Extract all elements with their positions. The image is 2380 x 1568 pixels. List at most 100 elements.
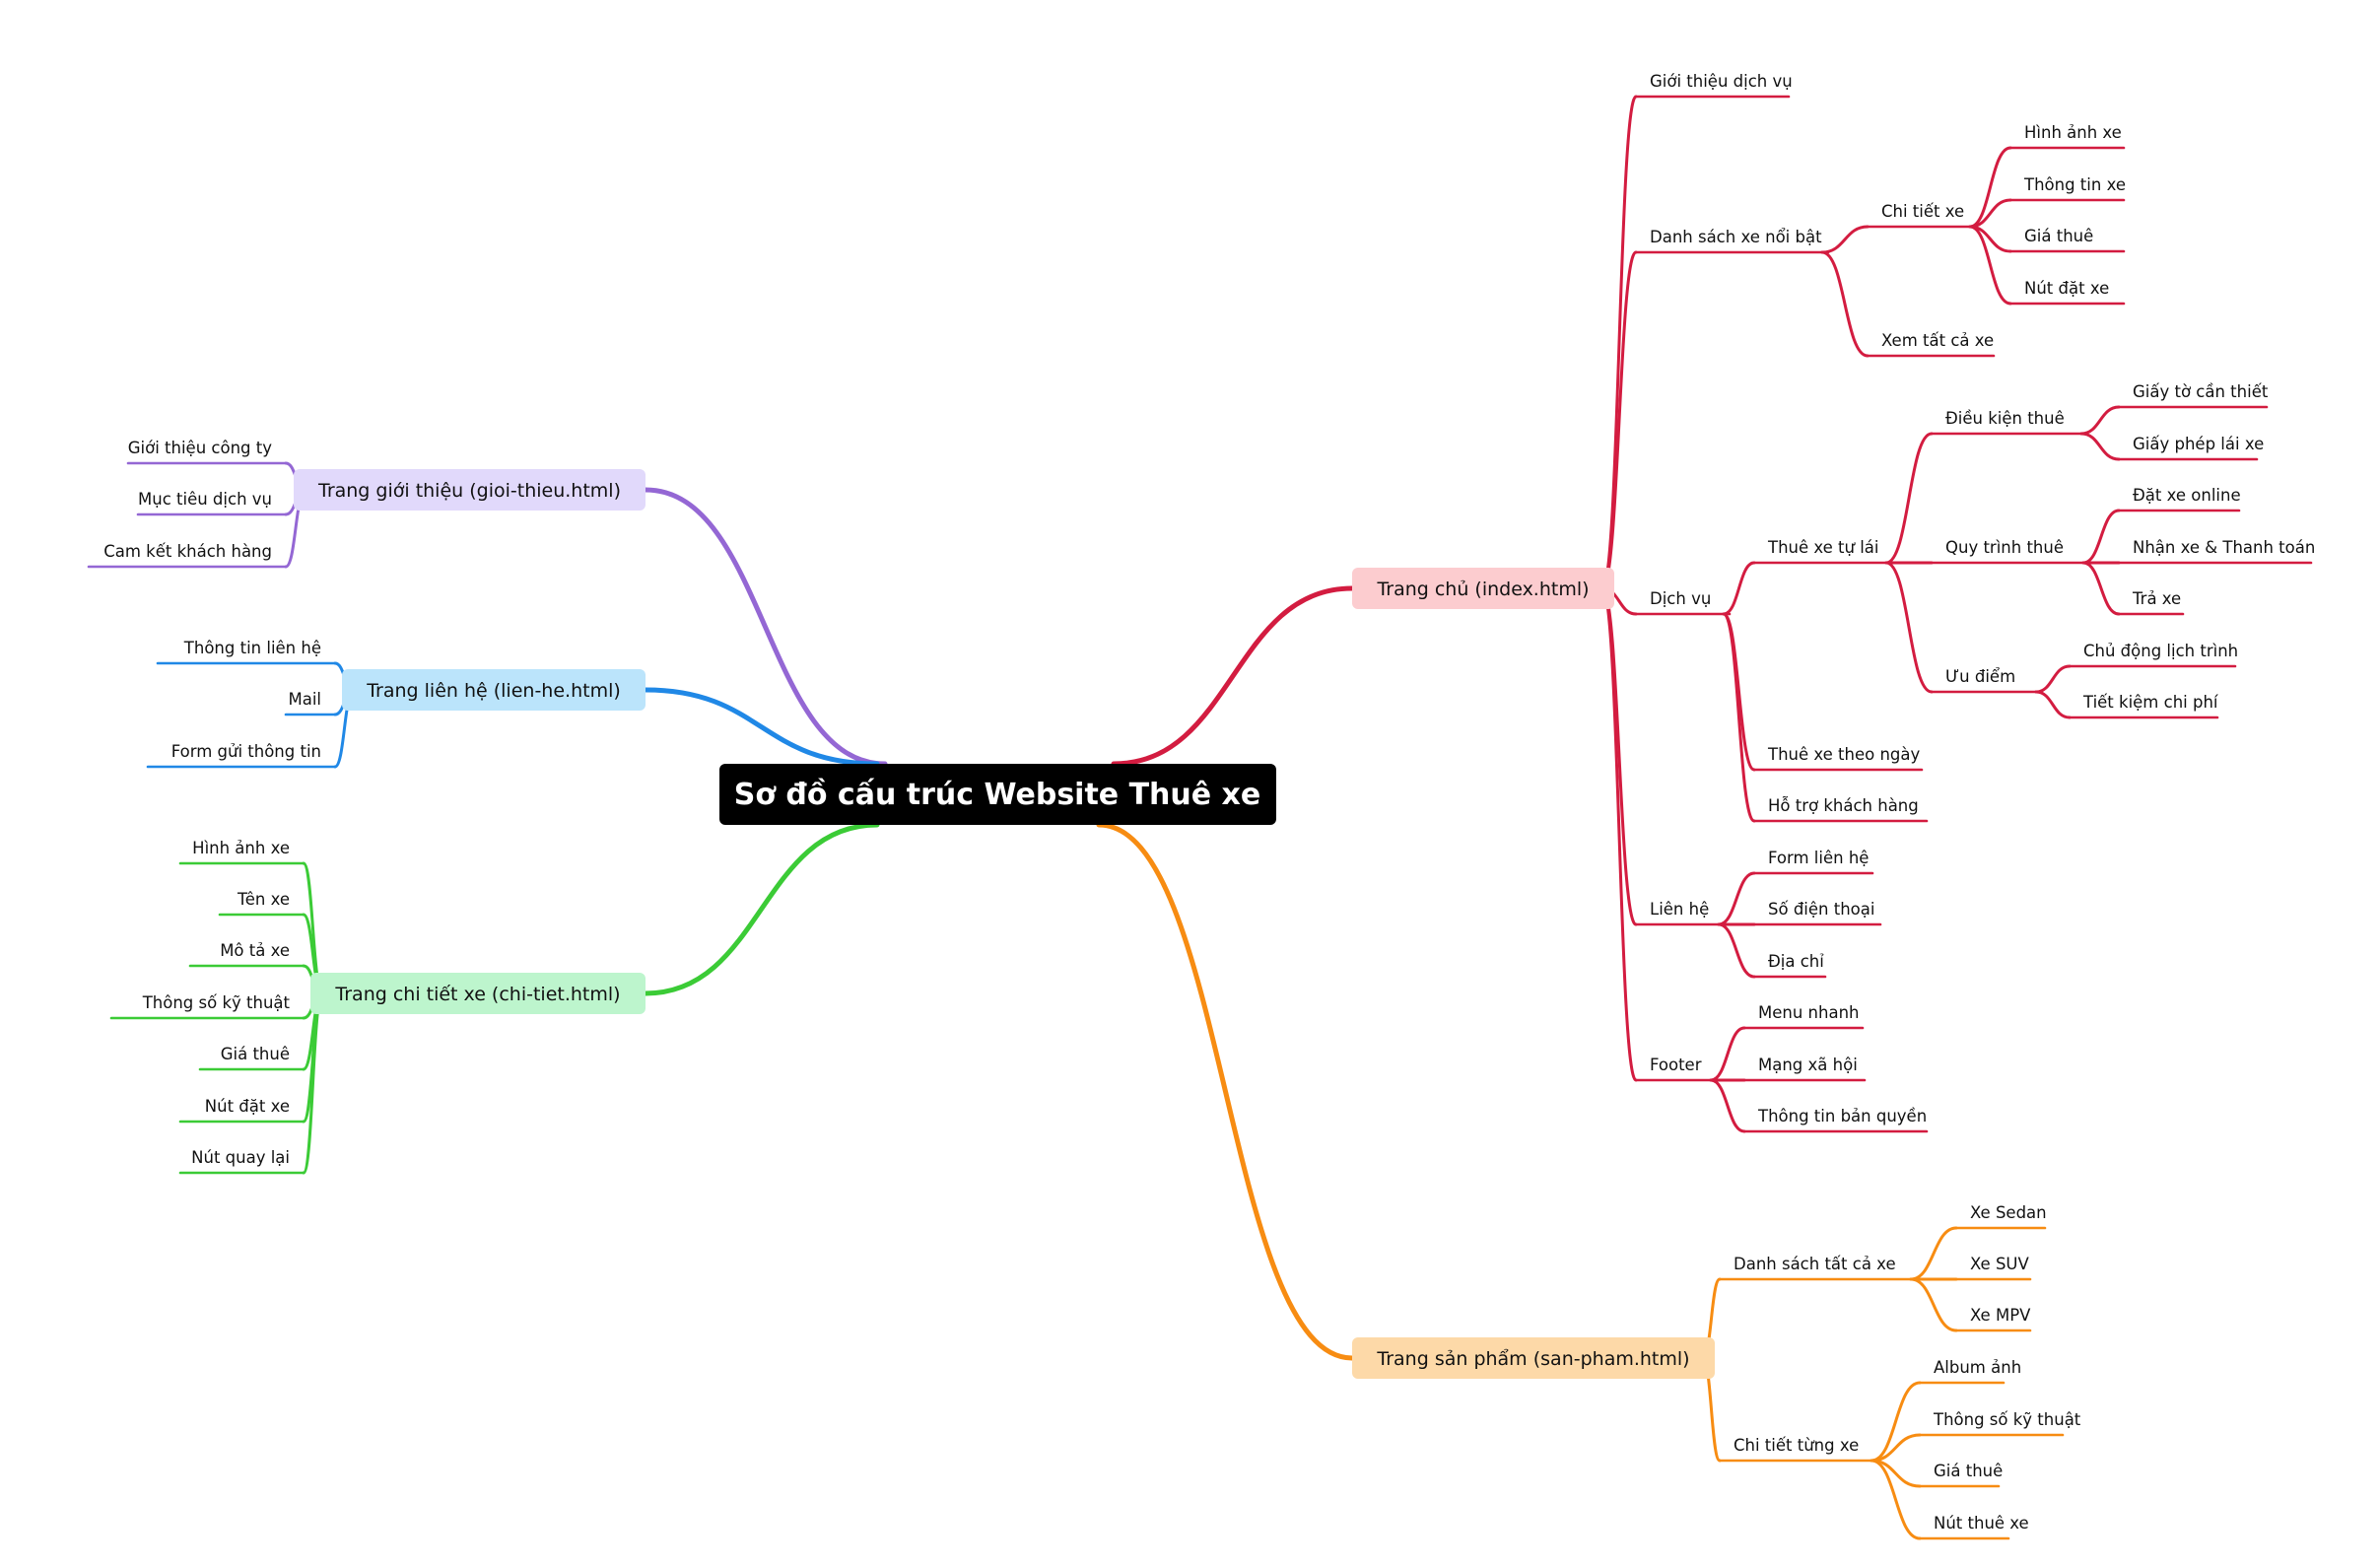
node-tra-xe[interactable]: Trả xe — [2117, 589, 2185, 616]
node-mang-xa-hoi[interactable]: Mạng xã hội — [1742, 1056, 1867, 1082]
node-layer: Trang chủ (index.html) Giới thiệu dịch vụ… — [87, 72, 2315, 1540]
connector-line — [2034, 664, 2072, 694]
node-thong-so-ky-thuat[interactable]: Thông số kỹ thuật — [1918, 1410, 2081, 1437]
node-label: Thuê xe tự lái — [1767, 538, 1879, 557]
node-album-anh[interactable]: Album ảnh — [1918, 1358, 2021, 1385]
connector-line — [1884, 432, 1934, 565]
connector-line — [1111, 585, 1355, 767]
node-giay-phep-lai-xe[interactable]: Giấy phép lái xe — [2117, 435, 2264, 461]
node-form-lien-he[interactable]: Form liên hệ — [1752, 849, 1874, 875]
node-thong-so-ky-thuat[interactable]: Thông số kỹ thuật — [109, 993, 306, 1020]
node-dieu-kien-thue[interactable]: Điều kiện thuê — [1930, 409, 2089, 436]
node-so-dien-thoai[interactable]: Số điện thoại — [1752, 900, 1882, 926]
node-chi-tiet-tung-xe[interactable]: Chi tiết từng xe — [1718, 1436, 1879, 1463]
node-label: Giới thiệu dịch vụ — [1650, 72, 1793, 91]
node-label: Mạng xã hội — [1758, 1056, 1858, 1074]
connector-line — [1722, 561, 1756, 616]
node-label: Chủ động lịch trình — [2083, 642, 2238, 660]
node-hinh-anh-xe[interactable]: Hình ảnh xe — [2008, 123, 2126, 150]
node-xe-suv[interactable]: Xe SUV — [1954, 1255, 2032, 1281]
node-thong-tin-lien-he[interactable]: Thông tin liên hệ — [156, 639, 337, 665]
node-tiet-kiem-chi-phi[interactable]: Tiết kiệm chi phí — [2068, 693, 2219, 719]
node-gia-thue[interactable]: Giá thuê — [1918, 1462, 2003, 1488]
node-xem-tat-ca-xe[interactable]: Xem tất cả xe — [1866, 331, 1996, 358]
node-label: Hình ảnh xe — [192, 839, 290, 857]
node-quy-trinh-thue[interactable]: Quy trình thuê — [1930, 538, 2091, 565]
node-gioi-thieu-dich-vu[interactable]: Giới thiệu dịch vụ — [1634, 72, 1793, 99]
node-thong-tin-xe[interactable]: Thông tin xe — [2008, 175, 2126, 202]
connector-line — [1600, 95, 1638, 590]
node-gia-thue[interactable]: Giá thuê — [198, 1045, 306, 1071]
connector-line — [643, 822, 880, 996]
node-lien-he[interactable]: Liên hệ — [1634, 900, 1727, 926]
node-label: Quy trình thuê — [1945, 538, 2064, 557]
branch-trang-gioi-thieu-gioi-thieu-html[interactable]: Trang giới thiệu (gioi-thieu.html) — [294, 469, 646, 511]
node-hinh-anh-xe[interactable]: Hình ảnh xe — [178, 839, 306, 865]
node-label: Giá thuê — [1934, 1462, 2003, 1480]
node-giay-to-can-thiet[interactable]: Giấy tờ cần thiết — [2117, 382, 2269, 409]
root-node[interactable]: Sơ đồ cấu trúc Website Thuê xe — [719, 764, 1276, 825]
node-label: Giá thuê — [2024, 227, 2093, 245]
node-danh-sach-xe-noi-bat[interactable]: Danh sách xe nổi bật — [1634, 228, 1830, 254]
node-label: Hỗ trợ khách hàng — [1768, 796, 1919, 815]
node-ten-xe[interactable]: Tên xe — [218, 890, 306, 917]
node-label: Chi tiết xe — [1881, 202, 1964, 221]
node-muc-tieu-dich-vu[interactable]: Mục tiêu dịch vụ — [136, 490, 288, 516]
branch-trang-chi-tiet-xe-chi-tiet-html[interactable]: Trang chi tiết xe (chi-tiet.html) — [310, 973, 646, 1014]
node-footer[interactable]: Footer — [1634, 1056, 1719, 1082]
node-nut-quay-lai[interactable]: Nút quay lại — [178, 1148, 306, 1175]
node-thong-tin-ban-quyen[interactable]: Thông tin bản quyền — [1742, 1107, 1929, 1133]
node-label: Nút đặt xe — [2024, 279, 2109, 298]
branch-trang-lien-he-lien-he-html[interactable]: Trang liên hệ (lien-he.html) — [342, 669, 646, 711]
branch-box — [310, 973, 646, 1014]
node-xe-mpv[interactable]: Xe MPV — [1954, 1306, 2032, 1332]
connector-line — [1722, 612, 1756, 823]
node-xe-sedan[interactable]: Xe Sedan — [1954, 1203, 2047, 1230]
connector-line — [2079, 432, 2121, 461]
node-gia-thue[interactable]: Giá thuê — [2008, 227, 2126, 253]
node-dat-xe-online[interactable]: Đặt xe online — [2117, 486, 2241, 512]
node-label: Giá thuê — [221, 1045, 290, 1063]
node-label: Nút quay lại — [191, 1148, 290, 1167]
node-label: Xem tất cả xe — [1881, 331, 1994, 350]
connector-layer — [284, 95, 2121, 1540]
node-chu-dong-lich-trinh[interactable]: Chủ động lịch trình — [2068, 642, 2238, 668]
connector-line — [1820, 225, 1870, 254]
node-label: Danh sách tất cả xe — [1734, 1255, 1896, 1273]
node-nut-dat-xe[interactable]: Nút đặt xe — [178, 1097, 306, 1124]
node-mail[interactable]: Mail — [284, 690, 337, 716]
node-thue-xe-tu-lai[interactable]: Thuê xe tự lái — [1752, 538, 1894, 565]
node-label: Thông tin liên hệ — [183, 639, 321, 657]
node-label: Nút thuê xe — [1934, 1514, 2029, 1533]
node-danh-sach-tat-ca-xe[interactable]: Danh sách tất cả xe — [1718, 1255, 1919, 1281]
node-nhan-xe-thanh-toan[interactable]: Nhận xe & Thanh toán — [2117, 538, 2315, 565]
node-chi-tiet-xe[interactable]: Chi tiết xe — [1866, 202, 1978, 229]
node-nut-thue-xe[interactable]: Nút thuê xe — [1918, 1514, 2029, 1540]
node-label: Album ảnh — [1934, 1358, 2021, 1377]
connector-line — [1709, 1078, 1746, 1133]
node-gioi-thieu-cong-ty[interactable]: Giới thiệu công ty — [126, 439, 288, 465]
node-mo-ta-xe[interactable]: Mô tả xe — [188, 941, 306, 968]
node-dich-vu[interactable]: Dịch vụ — [1634, 589, 1732, 616]
branch-label: Trang chủ (index.html) — [1376, 579, 1589, 600]
node-dia-chi[interactable]: Địa chỉ — [1752, 952, 1827, 979]
node-cam-ket-khach-hang[interactable]: Cam kết khách hàng — [87, 542, 288, 569]
node-label: Mục tiêu dịch vụ — [138, 490, 272, 509]
connector-line — [1600, 586, 1638, 1082]
branch-trang-san-pham-san-pham-html[interactable]: Trang sản phẩm (san-pham.html) — [1352, 1337, 1715, 1379]
node-ho-tro-khach-hang[interactable]: Hỗ trợ khách hàng — [1752, 796, 1929, 823]
node-label: Điều kiện thuê — [1945, 409, 2065, 428]
node-label: Dịch vụ — [1650, 589, 1711, 608]
node-menu-nhanh[interactable]: Menu nhanh — [1742, 1003, 1865, 1030]
node-label: Form liên hệ — [1768, 849, 1869, 867]
branch-trang-chu-index-html[interactable]: Trang chủ (index.html) — [1352, 568, 1614, 609]
node-uu-diem[interactable]: Ưu điểm — [1930, 667, 2044, 694]
node-label: Nút đặt xe — [205, 1097, 290, 1116]
node-thue-xe-theo-ngay[interactable]: Thuê xe theo ngày — [1752, 745, 1924, 772]
branch-label: Trang liên hệ (lien-he.html) — [366, 680, 621, 702]
connector-line — [1722, 612, 1756, 772]
node-nut-dat-xe[interactable]: Nút đặt xe — [2008, 279, 2126, 306]
node-form-gui-thong-tin[interactable]: Form gửi thông tin — [146, 742, 337, 769]
node-label: Thông số kỹ thuật — [142, 993, 291, 1012]
